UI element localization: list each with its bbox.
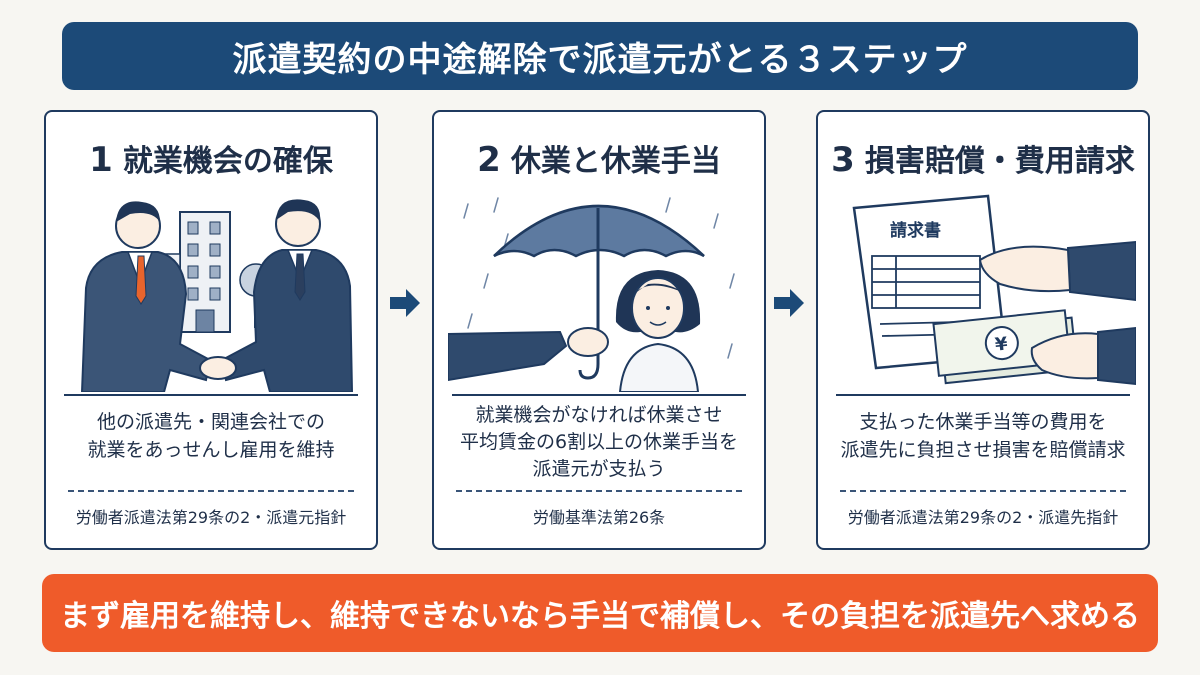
step-1-description-line: 他の派遣先・関連会社での [96,411,325,433]
arrow-right-icon [774,289,804,317]
step-2-heading: 2 休業と休業手当 [434,136,764,180]
step-2-title: 休業と休業手当 [510,144,721,179]
step-2-description-line: 派遣元が支払う [532,458,666,480]
step-2-description: 就業機会がなければ休業させ 平均賃金の6割以上の休業手当を 派遣元が支払う [434,402,764,483]
step-2-dashed-divider [456,490,742,492]
step-1-description: 他の派遣先・関連会社での 就業をあっせんし雇用を維持 [46,408,376,464]
step-3-divider [836,394,1130,396]
step-2-description-line: 平均賃金の6割以上の休業手当を [459,431,739,453]
summary-banner: まず雇用を維持し、維持できないなら手当で補償し、その負担を派遣先へ求める [42,574,1158,652]
step-3-dashed-divider [840,490,1126,492]
page-title: 派遣契約の中途解除で派遣元がとる３ステップ [62,22,1138,90]
invoice-label: 請求書 [890,220,941,241]
step-2-law-reference: 労働基準法第26条 [532,508,666,527]
step-3-heading: 3 損害賠償・費用請求 [818,136,1148,180]
step-3-number: 3 [831,140,855,180]
step-2-description-line: 就業機会がなければ休業させ [475,404,723,426]
step-3-title: 損害賠償・費用請求 [864,144,1135,179]
step-1-dashed-divider [68,490,354,492]
handshake-illustration-icon [80,199,354,392]
step-3-law-reference: 労働者派遣法第29条の2・派遣先指針 [847,508,1119,527]
invoice-payment-illustration-icon: 請求書 ¥ [852,194,1136,386]
step-3-description-line: 派遣先に負担させ損害を賠償請求 [840,439,1126,461]
step-2-number: 2 [477,140,501,180]
step-3-description: 支払った休業手当等の費用を 派遣先に負担させ損害を賠償請求 [818,408,1148,464]
umbrella-illustration-icon [448,197,735,392]
yen-symbol: ¥ [994,333,1009,355]
step-1-law-reference: 労働者派遣法第29条の2・派遣元指針 [75,508,347,527]
step-1-title: 就業機会の確保 [122,144,333,179]
step-1-heading: 1 就業機会の確保 [46,136,376,180]
step-1-description-line: 就業をあっせんし雇用を維持 [87,439,335,461]
step-2-divider [452,394,746,396]
step-card-3: 3 損害賠償・費用請求 請求書 ¥ 支払った休業手当等の費用を 派遣先に負担させ損… [816,110,1150,550]
step-1-divider [64,394,358,396]
step-1-number: 1 [89,140,113,180]
step-3-description-line: 支払った休業手当等の費用を [859,411,1107,433]
step-card-2: 2 休業と休業手当 就業機会がなければ休業させ 平均賃金の6割以上の休業手当を 派… [432,110,766,550]
arrow-right-icon [390,289,420,317]
